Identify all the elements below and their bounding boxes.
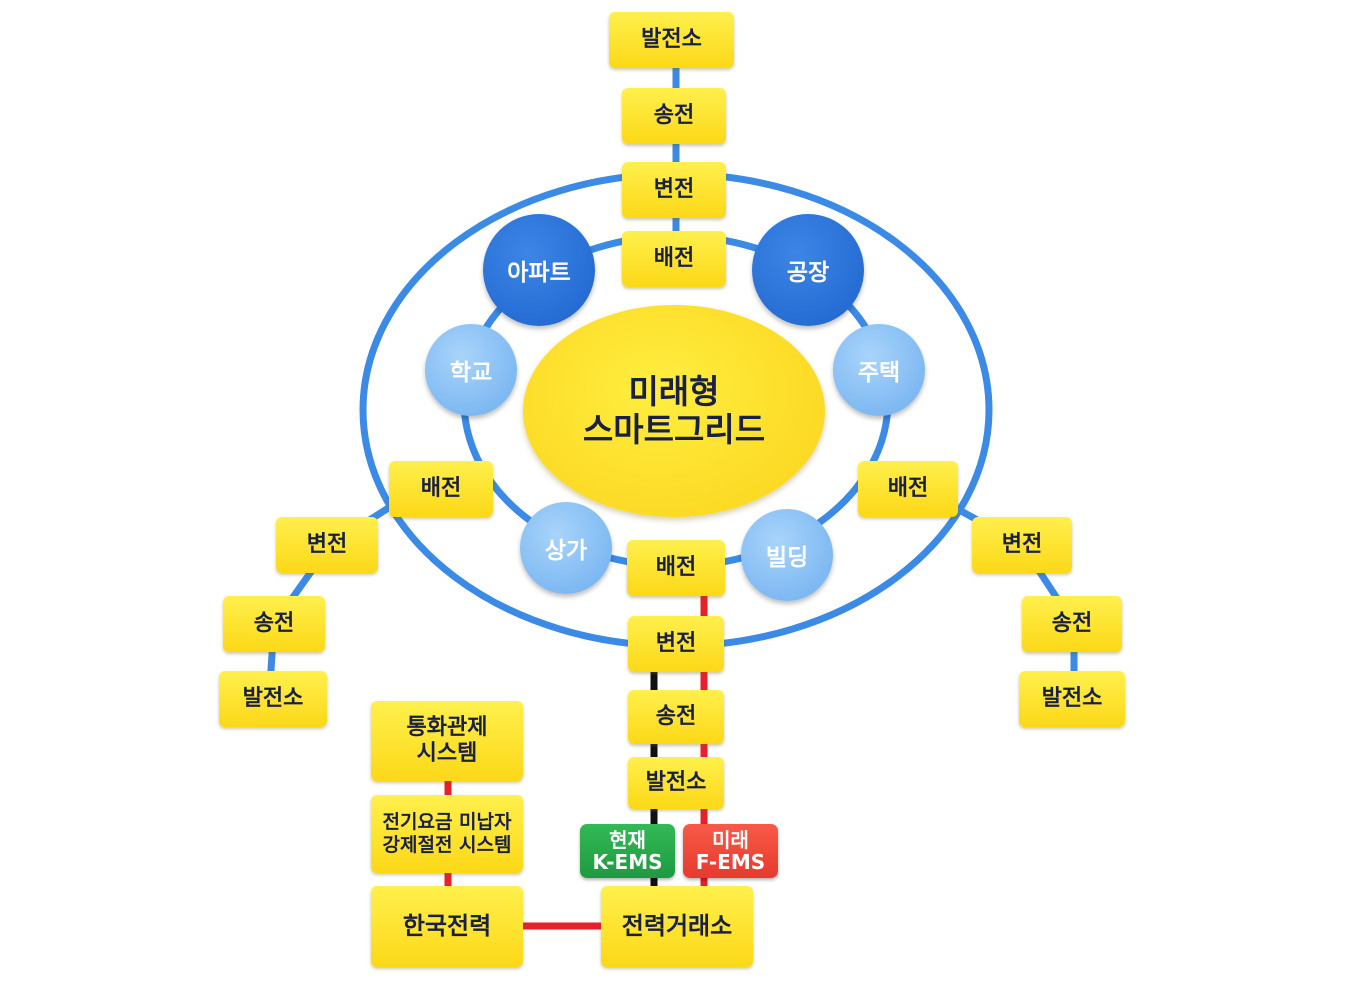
left-chain-line bbox=[265, 485, 422, 701]
right-substation: 변전 bbox=[972, 517, 1072, 573]
top-distribution: 배전 bbox=[622, 231, 726, 287]
bottom-plant: 발전소 bbox=[628, 757, 724, 809]
tag-current-k-ems: 현재 K-EMS bbox=[580, 824, 675, 878]
center-smart-grid: 미래형 스마트그리드 bbox=[523, 305, 825, 517]
power-exchange-box: 전력거래소 bbox=[601, 886, 753, 967]
tag-future-f-ems: 미래 F-EMS bbox=[683, 824, 778, 878]
bottom-transmission: 송전 bbox=[628, 690, 724, 744]
right-distribution: 배전 bbox=[858, 461, 958, 517]
kepco-box: 한국전력 bbox=[371, 886, 523, 967]
top-plant: 발전소 bbox=[609, 12, 734, 68]
consumer-building: 빌딩 bbox=[741, 509, 833, 601]
right-chain-line bbox=[918, 484, 1078, 700]
consumer-commerce: 상가 bbox=[520, 502, 612, 594]
left-plant: 발전소 bbox=[219, 671, 327, 727]
left-transmission: 송전 bbox=[223, 596, 325, 652]
left-substation: 변전 bbox=[276, 517, 378, 573]
right-transmission: 송전 bbox=[1022, 596, 1122, 652]
top-transmission: 송전 bbox=[622, 88, 726, 144]
bottom-substation: 변전 bbox=[628, 616, 724, 672]
left-distribution: 배전 bbox=[389, 461, 493, 517]
consumer-school: 학교 bbox=[425, 324, 517, 416]
top-substation: 변전 bbox=[622, 162, 726, 218]
right-plant: 발전소 bbox=[1019, 671, 1125, 727]
forced-cutoff-system: 전기요금 미납자 강제절전 시스템 bbox=[371, 795, 523, 873]
consumer-factory: 공장 bbox=[752, 214, 864, 326]
call-control-system: 통화관제 시스템 bbox=[371, 701, 523, 781]
consumer-apartment: 아파트 bbox=[483, 214, 595, 326]
bottom-distribution: 배전 bbox=[627, 540, 725, 596]
consumer-house: 주택 bbox=[833, 324, 925, 416]
